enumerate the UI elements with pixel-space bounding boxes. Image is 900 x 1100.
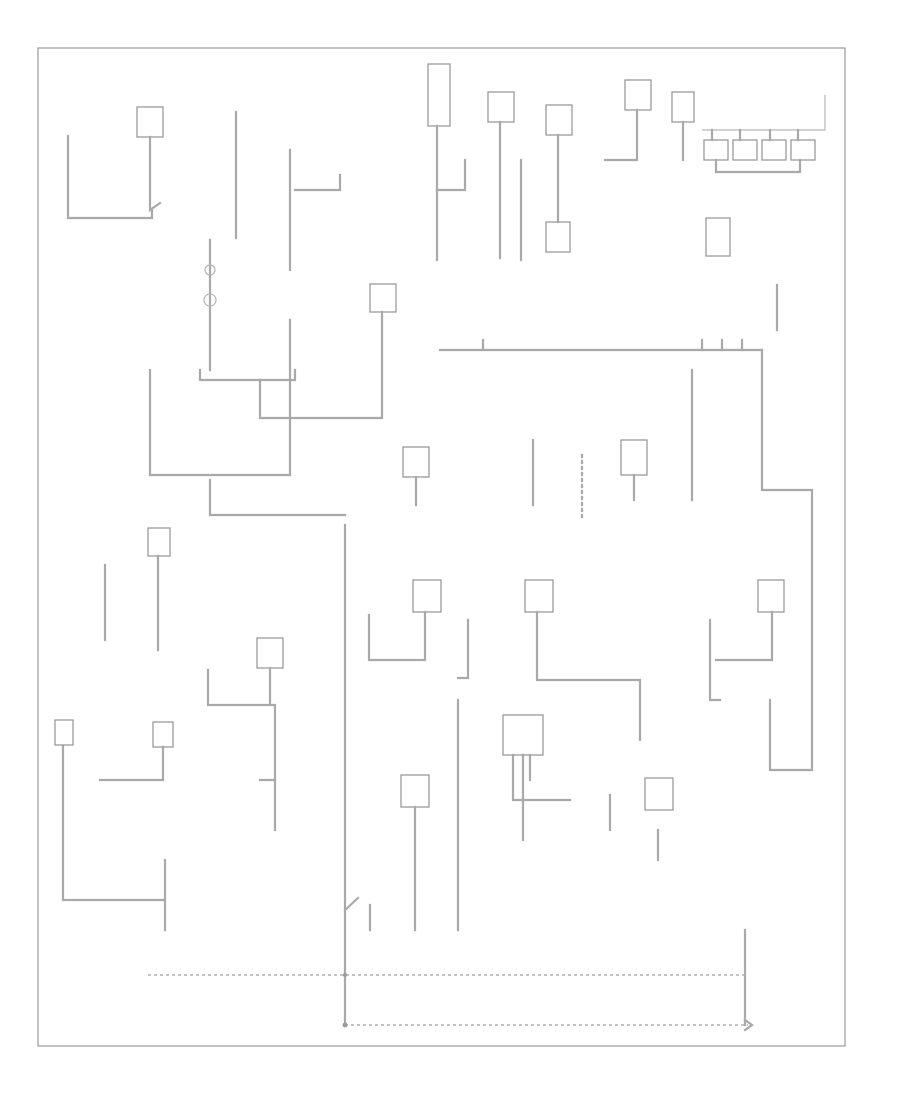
component-box <box>369 283 397 313</box>
component-box <box>624 79 652 111</box>
component-box <box>620 439 648 476</box>
top-component-row <box>136 63 826 313</box>
fuse-box <box>790 139 816 161</box>
component-box <box>705 217 731 257</box>
component-box <box>545 221 571 253</box>
ground-bus <box>148 973 754 1032</box>
bulb-symbol <box>204 264 216 276</box>
component-box <box>136 106 164 138</box>
component-box <box>402 446 430 478</box>
component-box <box>671 91 695 123</box>
component-box <box>147 527 171 557</box>
fuse-box <box>703 139 729 161</box>
fuse-box <box>732 139 758 161</box>
component-box <box>487 91 515 123</box>
fuse-bracket <box>702 95 826 131</box>
component-box <box>757 579 785 613</box>
component-box <box>412 579 442 613</box>
component-box <box>256 637 284 669</box>
middle-section <box>54 438 785 1027</box>
lamp-symbol <box>203 293 217 307</box>
component-box <box>427 63 451 127</box>
component-box <box>524 579 554 613</box>
component-box <box>502 714 544 756</box>
component-box <box>54 719 74 746</box>
top-wires <box>66 108 814 772</box>
component-box <box>644 777 674 811</box>
component-box <box>152 721 174 748</box>
component-box <box>400 774 430 808</box>
fuse-box <box>761 139 787 161</box>
component-box <box>545 104 573 136</box>
diagram-frame <box>37 47 846 1047</box>
